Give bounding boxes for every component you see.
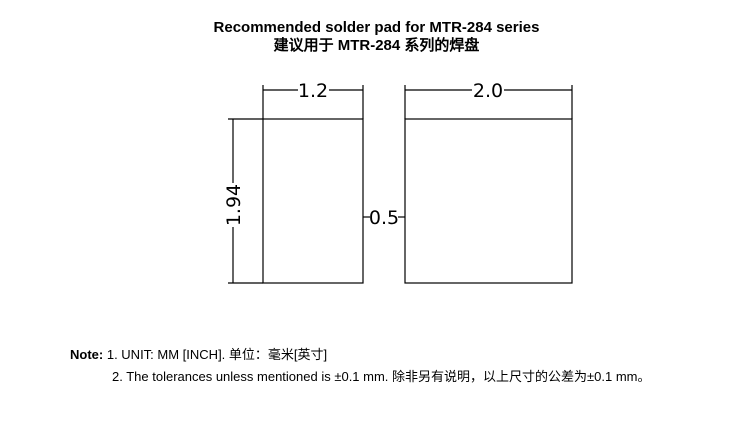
- label-pad-height: 1.94: [223, 184, 245, 226]
- note-label: Note:: [70, 347, 104, 362]
- notes-section: Note: 1. UNIT: MM [INCH]. 单位：毫米[英寸] 2. T…: [70, 344, 651, 388]
- label-right-pad-width: 2.0: [473, 80, 503, 102]
- dimension-right-pad-width: [404, 85, 573, 119]
- note-item-tolerance: 2. The tolerances unless mentioned is ±0…: [112, 369, 651, 384]
- title-chinese: 建议用于 MTR-284 系列的焊盘: [273, 37, 480, 54]
- label-pad-gap: 0.5: [369, 207, 399, 229]
- note-line-1: Note: 1. UNIT: MM [INCH]. 单位：毫米[英寸]: [70, 344, 651, 366]
- label-left-pad-width: 1.2: [298, 80, 328, 102]
- dimension-pad-height: [228, 118, 263, 284]
- dimension-left-pad-width: [262, 85, 364, 119]
- right-pad: [404, 118, 573, 284]
- note-line-2: 2. The tolerances unless mentioned is ±0…: [70, 366, 651, 388]
- note-item-unit: 1. UNIT: MM [INCH]. 单位：毫米[英寸]: [106, 347, 328, 362]
- left-pad: [262, 118, 364, 284]
- title-english: Recommended solder pad for MTR-284 serie…: [213, 19, 540, 36]
